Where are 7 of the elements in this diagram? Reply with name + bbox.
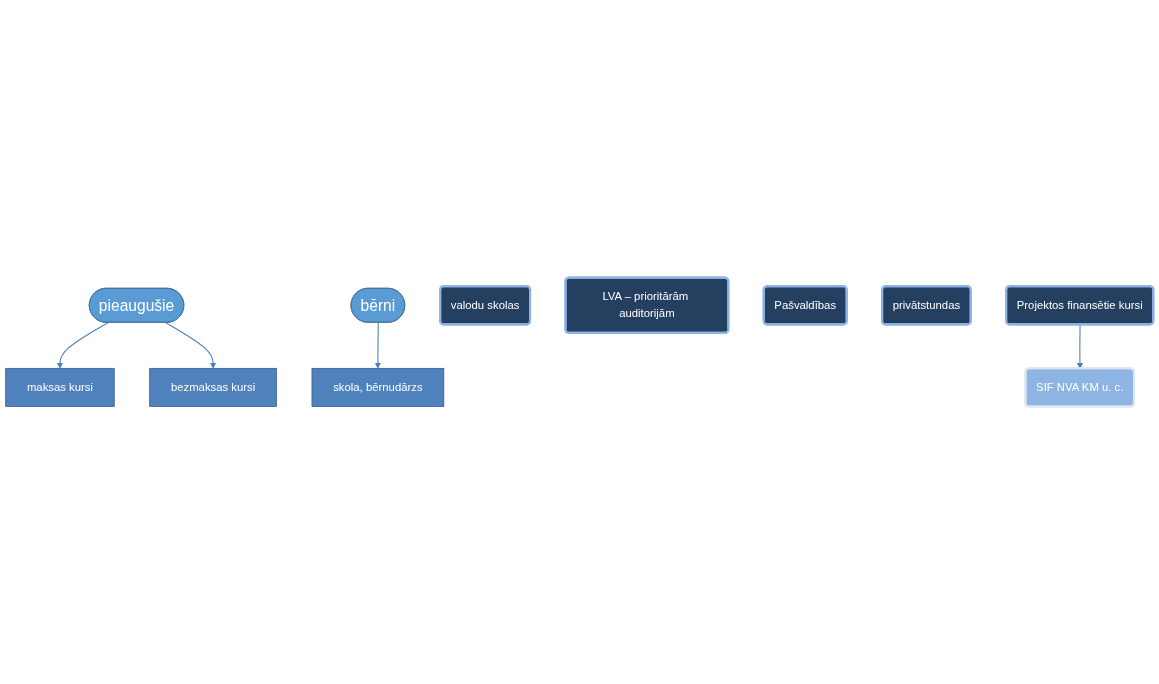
arrow xyxy=(165,322,217,369)
arrow xyxy=(56,322,109,369)
node-box: skola, bērnudārzs xyxy=(311,367,445,407)
arrow xyxy=(1076,324,1084,369)
node-box: bezmaksas kursi xyxy=(149,367,277,407)
arrow xyxy=(374,322,381,369)
node-box: maksas kursi xyxy=(5,367,115,407)
